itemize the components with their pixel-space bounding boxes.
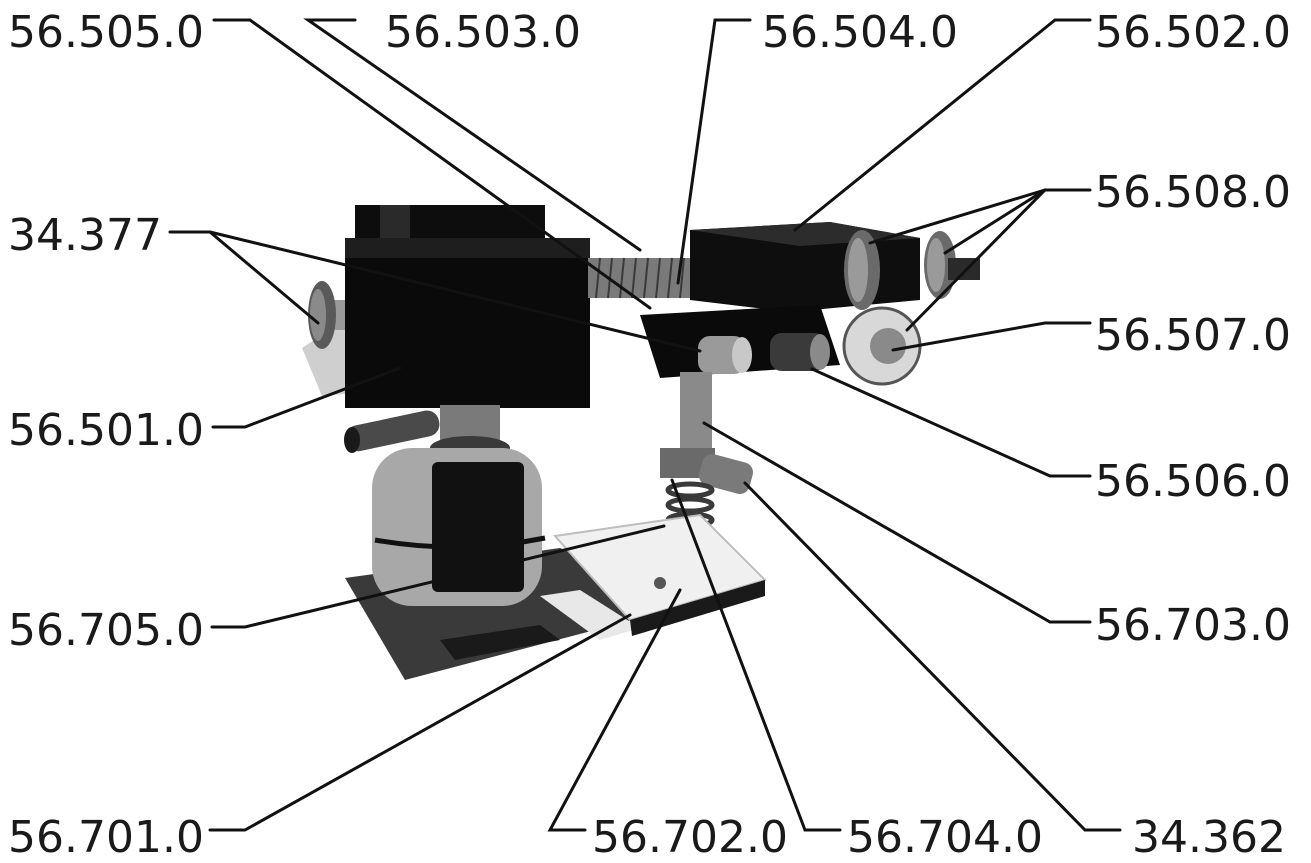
label-56-701: 56.701.0 — [8, 812, 204, 863]
leader-56-705 — [210, 524, 666, 629]
apparatus-photo — [302, 205, 980, 680]
leader-56-704 — [670, 478, 842, 832]
label-56-505: 56.505.0 — [8, 7, 204, 58]
white-strip — [540, 590, 640, 640]
pin-34377-end — [732, 337, 752, 373]
leader-56-502 — [793, 18, 1092, 232]
leader-56-508-b — [943, 188, 1047, 255]
label-56-507: 56.507.0 — [1095, 310, 1291, 361]
knurled-ring-1-face — [848, 238, 868, 302]
label-56-508: 56.508.0 — [1095, 167, 1291, 218]
knurled-ring-2-face — [927, 238, 945, 292]
left-housing — [345, 238, 590, 408]
left-housing-edge — [345, 238, 590, 258]
leader-34-377-a — [168, 230, 320, 325]
base-sheet-strip — [440, 625, 560, 660]
leader-56-501 — [211, 366, 402, 429]
pad-block — [432, 462, 524, 592]
label-34-377: 34.377 — [8, 210, 162, 261]
label-56-506: 56.506.0 — [1095, 456, 1291, 507]
leader-34-377-b — [208, 230, 702, 353]
label-56-501: 56.501.0 — [8, 405, 204, 456]
leader-56-507 — [891, 321, 1092, 352]
label-56-504: 56.504.0 — [762, 7, 958, 58]
leader-56-504 — [676, 18, 752, 285]
label-56-502: 56.502.0 — [1095, 7, 1291, 58]
label-56-703: 56.703.0 — [1095, 600, 1291, 651]
leader-56-505 — [212, 18, 652, 310]
label-56-704: 56.704.0 — [847, 812, 1043, 863]
leader-lines — [168, 18, 1122, 832]
vertical-post — [680, 372, 712, 452]
label-56-705: 56.705.0 — [8, 605, 204, 656]
side-tube — [345, 410, 440, 452]
side-tube-end — [344, 427, 360, 453]
leader-56-503 — [303, 18, 642, 252]
leader-56-508-c — [905, 188, 1047, 332]
label-34-362: 34.362 — [1132, 812, 1286, 863]
leader-34-362 — [743, 481, 1122, 832]
leader-56-701 — [208, 613, 632, 832]
leader-56-703 — [702, 421, 1092, 624]
label-56-702: 56.702.0 — [592, 812, 788, 863]
left-knob-face — [310, 289, 326, 341]
pad-band — [374, 535, 546, 550]
side-screw — [698, 454, 754, 494]
pin-56506-end — [810, 334, 830, 370]
leader-56-702 — [547, 588, 682, 832]
foot-plate-hole — [654, 577, 666, 589]
label-56-503: 56.503.0 — [385, 7, 581, 58]
dial-hub — [870, 328, 906, 364]
leader-56-506 — [810, 367, 1092, 478]
part-labels: 56.505.0 56.503.0 56.504.0 56.502.0 34.3… — [8, 7, 1291, 863]
